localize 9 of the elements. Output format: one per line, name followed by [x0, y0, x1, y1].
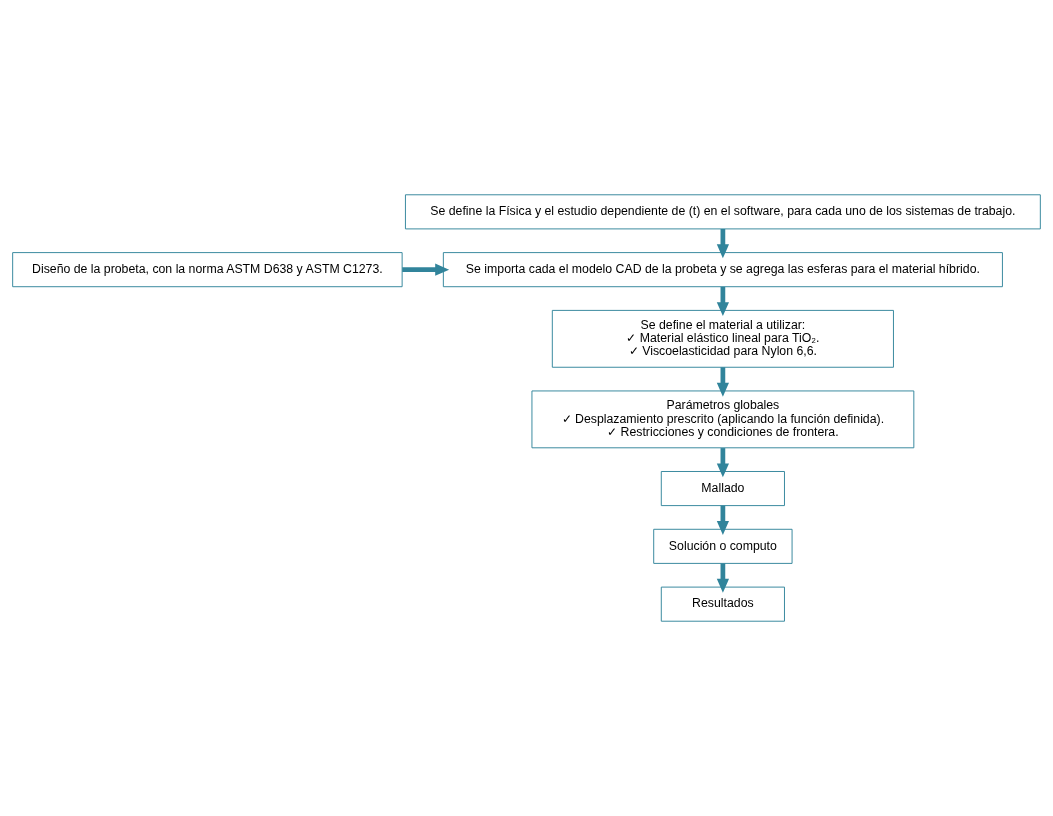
node-box: Diseño de la probeta, con la norma ASTM D638 y ASTM C1273.: [12, 252, 403, 288]
node-box: Parámetros globales ✓ Desplazamiento prescrito (aplicando la función definida). ✓ Restricciones y condiciones de frontera.: [531, 390, 915, 449]
node-box: Se define la Física y el estudio dependiente de (t) en el software, para cada uno de los sistemas de trabajo.: [404, 194, 1041, 230]
arrow: [402, 263, 450, 276]
node-box: Mallado: [660, 471, 785, 507]
node-box: Solución o computo: [653, 528, 793, 564]
node-box: Se define el material a utilizar: ✓ Material elástico lineal para TiO₂. ✓ Viscoelasticidad para Nylon 6,6.: [551, 309, 894, 368]
node-box: Se importa cada el modelo CAD de la probeta y se agrega las esferas para el material híbrido.: [442, 252, 1003, 288]
node-box: Resultados: [660, 586, 785, 622]
